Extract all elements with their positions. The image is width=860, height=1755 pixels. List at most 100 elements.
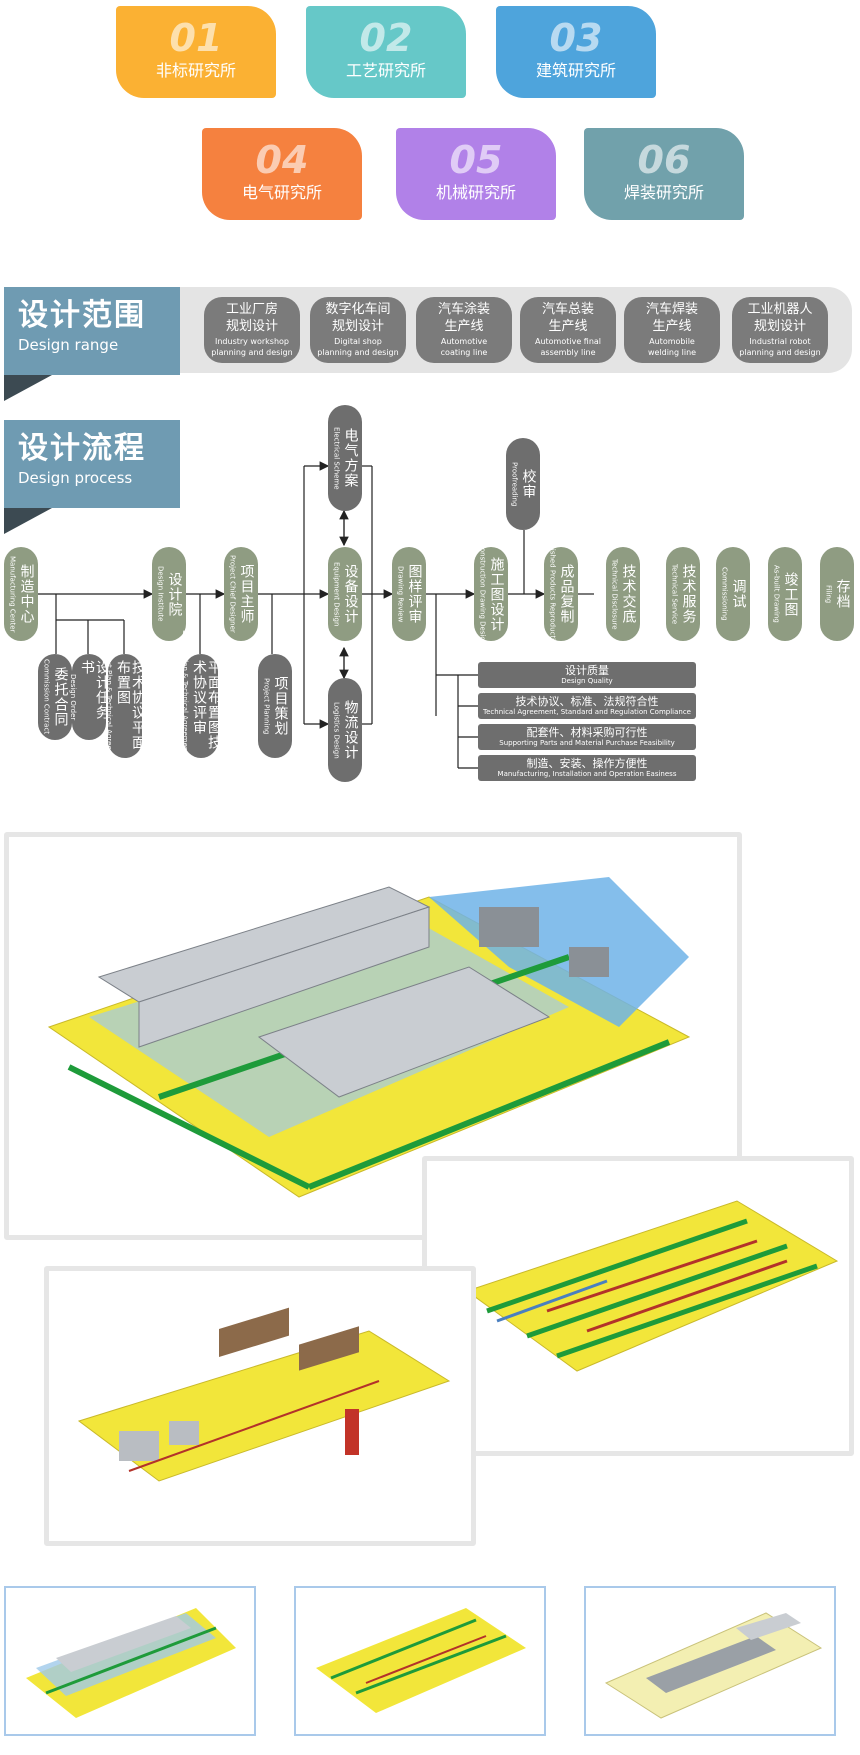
process-commission-contract[interactable]: 委托合同 Commission Contract bbox=[38, 654, 72, 740]
process-equipment-design[interactable]: 设备设计 Equipment Design bbox=[328, 547, 362, 641]
factory-layout-image-left bbox=[44, 1266, 476, 1546]
range-item-en: planning and design bbox=[317, 348, 399, 357]
range-item-assembly-line[interactable]: 汽车总装 生产线 Automotive final assembly line bbox=[520, 297, 616, 363]
process-manufacturing-center[interactable]: 制造中心 Manufacturing Center bbox=[4, 547, 38, 641]
process-design-order[interactable]: 设计任务书 Design Order bbox=[69, 654, 110, 740]
process-drawing-review[interactable]: 图样评审 Drawing Review bbox=[392, 547, 426, 641]
range-item-en: assembly line bbox=[540, 348, 596, 357]
range-item-cn: 生产线 bbox=[548, 319, 588, 334]
node-cn: 设备设计 bbox=[342, 564, 359, 624]
design-process-heading: 设计流程 Design process bbox=[4, 420, 180, 534]
quality-cn: 设计质量 bbox=[565, 664, 609, 677]
process-design-institute[interactable]: 设计院 Design Institute bbox=[152, 547, 186, 641]
node-cn: 调试 bbox=[730, 579, 747, 609]
range-item-en: welding line bbox=[647, 348, 697, 357]
node-en: As-built Drawing bbox=[772, 565, 781, 623]
node-en: Design Institute bbox=[156, 566, 165, 622]
node-cn: 施工图设计 bbox=[488, 556, 505, 632]
process-commissioning[interactable]: 调试 Commissioning bbox=[716, 547, 750, 641]
process-filing[interactable]: 存档 Filing bbox=[820, 547, 854, 641]
range-item-digital-shop[interactable]: 数字化车间 规划设计 Digital shop planning and des… bbox=[310, 297, 406, 363]
range-item-cn: 规划设计 bbox=[753, 319, 806, 334]
thumbnail-layout-1[interactable] bbox=[4, 1586, 256, 1736]
process-construction-drawing[interactable]: 施工图设计 Construction Drawing Design bbox=[474, 543, 508, 645]
process-layout-review[interactable]: 平面布置图技术协议评审 Layout Plan & Technical Agre… bbox=[181, 630, 222, 781]
node-en: Logistics Design bbox=[332, 701, 341, 759]
range-item-welding-line[interactable]: 汽车焊装 生产线 Automobile welding line bbox=[624, 297, 720, 363]
process-technical-disclosure[interactable]: 技术交底 Technical Disclosure bbox=[606, 547, 640, 641]
quality-en: Technical Agreement, Standard and Regula… bbox=[483, 708, 691, 716]
range-item-en: Digital shop bbox=[334, 337, 382, 346]
process-as-built-drawing[interactable]: 竣工图 As-built Drawing bbox=[768, 547, 802, 641]
range-item-cn: 生产线 bbox=[652, 319, 692, 334]
node-en: Technical Service bbox=[670, 563, 679, 625]
range-item-cn: 汽车焊装 bbox=[645, 302, 698, 317]
process-chief-designer[interactable]: 项目主师 Project Chief Designer bbox=[224, 547, 258, 641]
quality-en: Supporting Parts and Material Purchase F… bbox=[499, 739, 675, 747]
node-en: Project Chief Designer bbox=[228, 555, 237, 633]
range-item-cn: 汽车总装 bbox=[541, 302, 594, 317]
quality-purchase: 配套件、材料采购可行性 Supporting Parts and Materia… bbox=[478, 724, 696, 750]
range-item-cn: 规划设计 bbox=[331, 319, 384, 334]
institute-number: 03 bbox=[549, 16, 603, 60]
process-electrical-scheme[interactable]: 电气方案 Electrical Scheme bbox=[328, 405, 362, 511]
process-proofreading[interactable]: 校审 Proofreading bbox=[506, 438, 540, 530]
quality-cn: 技术协议、标准、法规符合性 bbox=[515, 695, 659, 708]
institute-number: 05 bbox=[449, 138, 503, 182]
thumbnail-layout-3[interactable] bbox=[584, 1586, 836, 1736]
process-technical-service[interactable]: 技术服务 Technical Service bbox=[666, 547, 700, 641]
node-en: Equipment Design bbox=[332, 561, 341, 627]
node-en: Commission Contract bbox=[42, 659, 51, 735]
node-cn: 技术服务 bbox=[680, 564, 697, 624]
range-item-en: Automotive final bbox=[534, 337, 602, 346]
institute-label: 工艺研究所 bbox=[345, 61, 426, 80]
institute-label: 电气研究所 bbox=[241, 183, 322, 202]
institute-label: 机械研究所 bbox=[435, 183, 516, 202]
process-project-planning[interactable]: 项目策划 Project Planning bbox=[258, 654, 292, 758]
node-en: Electrical Scheme bbox=[332, 426, 341, 490]
node-en: Layout Plan & Technical Agreement Review bbox=[181, 630, 189, 782]
range-item-workshop[interactable]: 工业厂房 规划设计 Industry workshop planning and… bbox=[204, 297, 300, 363]
node-cn: 委托合同 bbox=[52, 667, 69, 727]
range-item-cn: 工业厂房 bbox=[225, 302, 278, 317]
range-item-cn: 汽车涂装 bbox=[437, 302, 490, 317]
factory-layout-image-right bbox=[422, 1156, 854, 1456]
range-item-en: coating line bbox=[440, 348, 488, 357]
institute-label: 建筑研究所 bbox=[535, 61, 616, 80]
institute-card-02[interactable]: 02 工艺研究所 bbox=[306, 6, 466, 98]
node-cn: 存档 bbox=[834, 579, 851, 609]
institute-number: 02 bbox=[359, 16, 413, 60]
quality-cn: 制造、安装、操作方便性 bbox=[526, 757, 648, 770]
node-cn: 项目主师 bbox=[238, 564, 255, 624]
process-reproduction[interactable]: 成品复制 Finished Products Reproduction bbox=[544, 539, 578, 649]
institute-number: 04 bbox=[255, 138, 309, 182]
range-item-robot[interactable]: 工业机器人 规划设计 Industrial robot planning and… bbox=[732, 297, 828, 363]
process-layout-agreement[interactable]: 技术协议平面布置图 Layout Plan & Technical Agreem… bbox=[105, 644, 146, 768]
institute-number: 01 bbox=[169, 16, 223, 60]
institute-card-06[interactable]: 06 焊装研究所 bbox=[584, 128, 744, 220]
quality-en: Manufacturing, Installation and Operatio… bbox=[497, 770, 677, 778]
institute-number: 06 bbox=[637, 138, 691, 182]
range-item-coating-line[interactable]: 汽车涂装 生产线 Automotive coating line bbox=[416, 297, 512, 363]
quality-compliance: 技术协议、标准、法规符合性 Technical Agreement, Stand… bbox=[478, 693, 696, 719]
range-item-en: Industrial robot bbox=[749, 337, 811, 346]
node-cn: 设计任务书 bbox=[79, 660, 110, 720]
design-range-subtitle: Design range bbox=[18, 336, 119, 354]
institute-card-03[interactable]: 03 建筑研究所 bbox=[496, 6, 656, 98]
node-en: Finished Products Reproduction bbox=[548, 539, 557, 649]
node-en: Design Order bbox=[69, 673, 77, 721]
institute-card-05[interactable]: 05 机械研究所 bbox=[396, 128, 556, 220]
institute-card-01[interactable]: 01 非标研究所 bbox=[116, 6, 276, 98]
range-item-cn: 规划设计 bbox=[225, 319, 278, 334]
quality-en: Design Quality bbox=[561, 677, 613, 685]
node-cn: 设计院 bbox=[166, 571, 183, 617]
process-logistics-design[interactable]: 物流设计 Logistics Design bbox=[328, 678, 362, 782]
institute-label: 非标研究所 bbox=[155, 61, 236, 80]
range-item-en: Automobile bbox=[649, 337, 695, 346]
node-en: Construction Drawing Design bbox=[478, 542, 487, 646]
node-cn: 技术协议平面布置图 bbox=[115, 660, 146, 750]
thumbnail-layout-2[interactable] bbox=[294, 1586, 546, 1736]
institute-card-04[interactable]: 04 电气研究所 bbox=[202, 128, 362, 220]
node-cn: 项目策划 bbox=[272, 676, 289, 736]
node-cn: 图样评审 bbox=[406, 564, 423, 624]
